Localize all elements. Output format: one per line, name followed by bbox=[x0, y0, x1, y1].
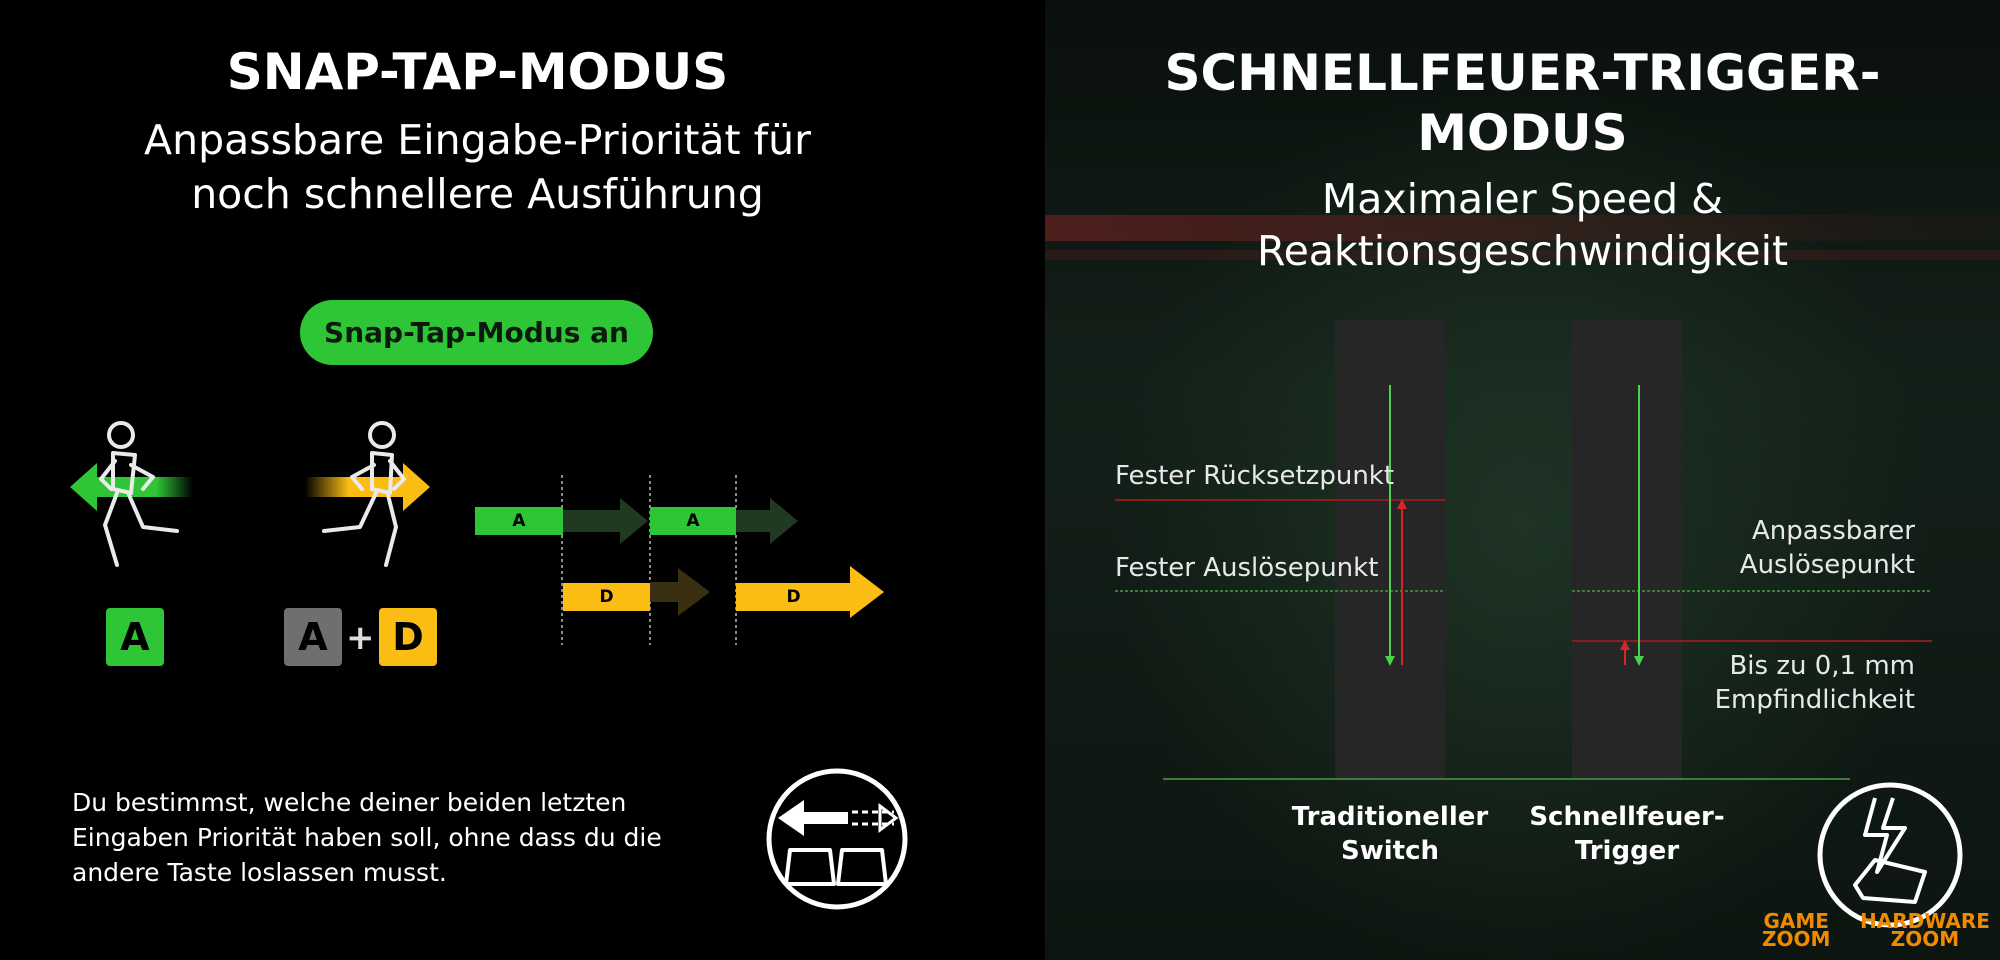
watermark-hardwarezoom: HARDWARE ZOOM bbox=[1860, 909, 1990, 951]
caption-traditional-line2: Switch bbox=[1340, 836, 1439, 866]
snap-tap-title: SNAP-TAP-MODUS bbox=[226, 43, 729, 101]
label-adjustable-actuation: Anpassbarer Auslösepunkt bbox=[1740, 514, 1915, 582]
snap-tap-subtitle-line1: Anpassbare Eingabe-Priorität für bbox=[144, 116, 811, 164]
background-image bbox=[1045, 0, 2000, 960]
rapid-trigger-title-line1: SCHNELLFEUER-TRIGGER- bbox=[1164, 44, 1881, 102]
rapid-trigger-subtitle-line2: Reaktionsgeschwindigkeit bbox=[1256, 227, 1789, 275]
snap-tap-mode-pill: Snap-Tap-Modus an bbox=[300, 300, 653, 365]
rapid-trigger-panel: SCHNELLFEUER-TRIGGER- MODUS Maximaler Sp… bbox=[1045, 0, 2000, 960]
key-a-single: A bbox=[106, 608, 164, 666]
timeline-bar-a-2: A bbox=[650, 507, 736, 535]
description-line3: andere Taste loslassen musst. bbox=[72, 858, 447, 887]
caption-rapid-trigger: Schnellfeuer- Trigger bbox=[1507, 800, 1747, 868]
timeline-bar-d-2: D bbox=[736, 583, 851, 611]
label-fixed-reset-point: Fester Rücksetzpunkt bbox=[1115, 461, 1395, 491]
switch-diagram-lines bbox=[1115, 385, 1932, 780]
caption-traditional-switch: Traditioneller Switch bbox=[1270, 800, 1510, 868]
runner-right-icon bbox=[305, 421, 430, 567]
watermark-left-line2: ZOOM bbox=[1762, 927, 1831, 951]
timeline-bar-d-1: D bbox=[563, 583, 650, 611]
watermark-gamezoom: GAME ZOOM bbox=[1762, 909, 1831, 951]
description-line2: Eingaben Priorität haben soll, ohne dass… bbox=[72, 823, 662, 852]
label-sensitivity-line2: Empfindlichkeit bbox=[1714, 685, 1915, 715]
watermark-left-line1: GAME bbox=[1763, 909, 1829, 933]
key-d-combo: D bbox=[379, 608, 437, 666]
description-line1: Du bestimmst, welche deiner beiden letzt… bbox=[72, 788, 627, 817]
label-adjustable-line2: Auslösepunkt bbox=[1739, 550, 1915, 580]
background-stripe bbox=[1045, 215, 2000, 241]
caption-rapid-line1: Schnellfeuer- bbox=[1529, 802, 1725, 832]
watermark-right-line1: HARDWARE bbox=[1860, 909, 1990, 933]
caption-traditional-line1: Traditioneller bbox=[1291, 802, 1489, 832]
plus-sign: + bbox=[346, 618, 375, 658]
runner-left-icon bbox=[70, 421, 193, 567]
snap-tap-description: Du bestimmst, welche deiner beiden letzt… bbox=[72, 785, 692, 890]
label-sensitivity: Bis zu 0,1 mm Empfindlichkeit bbox=[1715, 649, 1915, 717]
rapid-trigger-key-icon bbox=[1817, 782, 1963, 928]
rapid-trigger-title-line2: MODUS bbox=[1417, 104, 1628, 162]
key-a-combo: A bbox=[284, 608, 342, 666]
caption-rapid-line2: Trigger bbox=[1574, 836, 1680, 866]
rapid-trigger-column bbox=[1572, 320, 1682, 780]
label-sensitivity-line1: Bis zu 0,1 mm bbox=[1729, 651, 1915, 681]
watermark-right-line2: ZOOM bbox=[1890, 927, 1960, 951]
snap-tap-panel: SNAP-TAP-MODUS Anpassbare Eingabe-Priori… bbox=[70, 43, 908, 910]
snap-tap-timeline bbox=[561, 475, 884, 645]
timeline-bar-a-1: A bbox=[475, 507, 563, 535]
snap-tap-subtitle-line2: noch schnellere Ausführung bbox=[191, 170, 764, 218]
background-stripe-2 bbox=[1045, 250, 2000, 260]
keys-priority-icon bbox=[766, 768, 908, 910]
label-fixed-actuation-point: Fester Auslösepunkt bbox=[1115, 553, 1379, 583]
label-adjustable-line1: Anpassbarer bbox=[1751, 516, 1915, 546]
rapid-trigger-subtitle-line1: Maximaler Speed & bbox=[1321, 175, 1724, 223]
